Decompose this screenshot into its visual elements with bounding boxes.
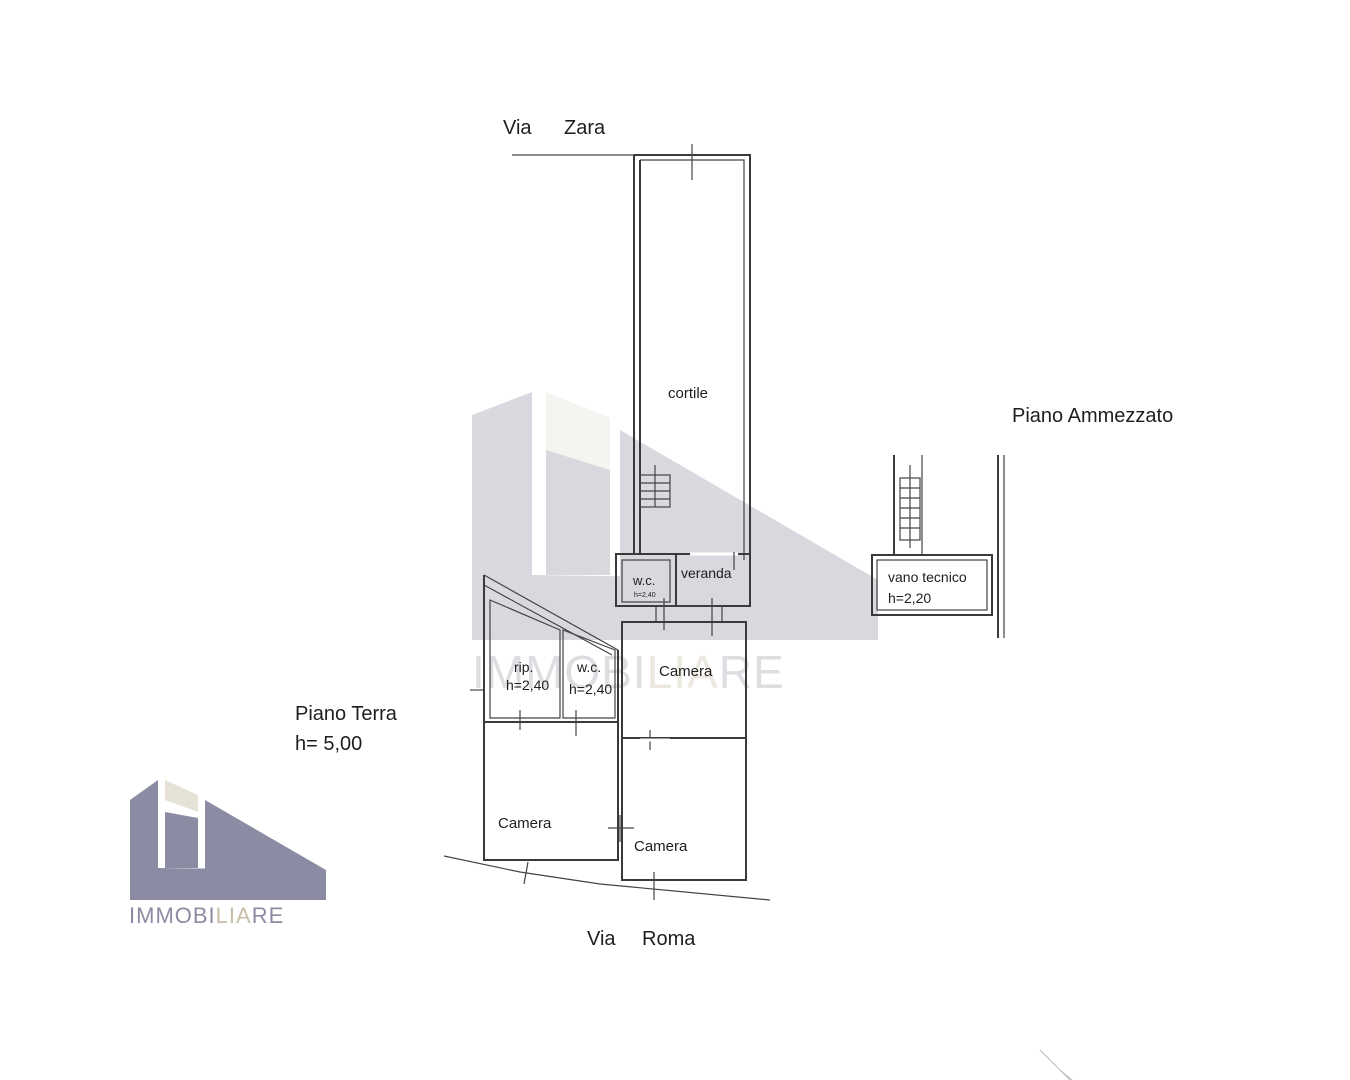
watermark-brand: IMMOBILIARE <box>472 646 785 698</box>
street-south-word1: Via <box>587 928 616 950</box>
street-south-line <box>443 855 771 901</box>
room-label-vano-tecnico: vano tecnico <box>888 569 967 585</box>
room-label-wc: w.c. <box>576 659 601 675</box>
floor-height-ground: h= 5,00 <box>295 733 362 755</box>
stair-cortile <box>639 465 671 508</box>
room-label-rip: rip. <box>514 659 533 675</box>
room-height-wc: h=2,40 <box>569 681 612 697</box>
room-label-camera-center: Camera <box>659 663 713 680</box>
brand-name: IMMOBILIARE <box>129 903 284 928</box>
camera-center-room <box>621 621 747 739</box>
room-label-veranda: veranda <box>681 565 732 581</box>
room-height-vano-tecnico: h=2,20 <box>888 590 931 606</box>
street-north-word1: Via <box>503 117 532 139</box>
corner-decoration <box>1039 1049 1073 1080</box>
room-label-camera-bottom: Camera <box>634 838 688 855</box>
street-south-word2: Roma <box>642 928 696 950</box>
mezzanine-plan <box>871 455 1005 638</box>
room-height-wc-small: h=2,40 <box>634 592 656 599</box>
camera-bottom-room <box>621 730 747 900</box>
room-label-camera-left: Camera <box>498 815 552 832</box>
left-wing <box>470 574 634 861</box>
floor-label-mezzanine: Piano Ammezzato <box>1012 405 1173 427</box>
floor-label-ground: Piano Terra <box>295 703 398 725</box>
brand-logo: IMMOBILIARE <box>129 780 326 928</box>
watermark-logo: IMMOBILIARE <box>472 392 878 698</box>
room-height-rip: h=2,40 <box>506 677 549 693</box>
room-label-cortile: cortile <box>668 385 708 402</box>
room-label-wc-small: w.c. <box>632 573 655 588</box>
street-north-word2: Zara <box>564 117 606 139</box>
